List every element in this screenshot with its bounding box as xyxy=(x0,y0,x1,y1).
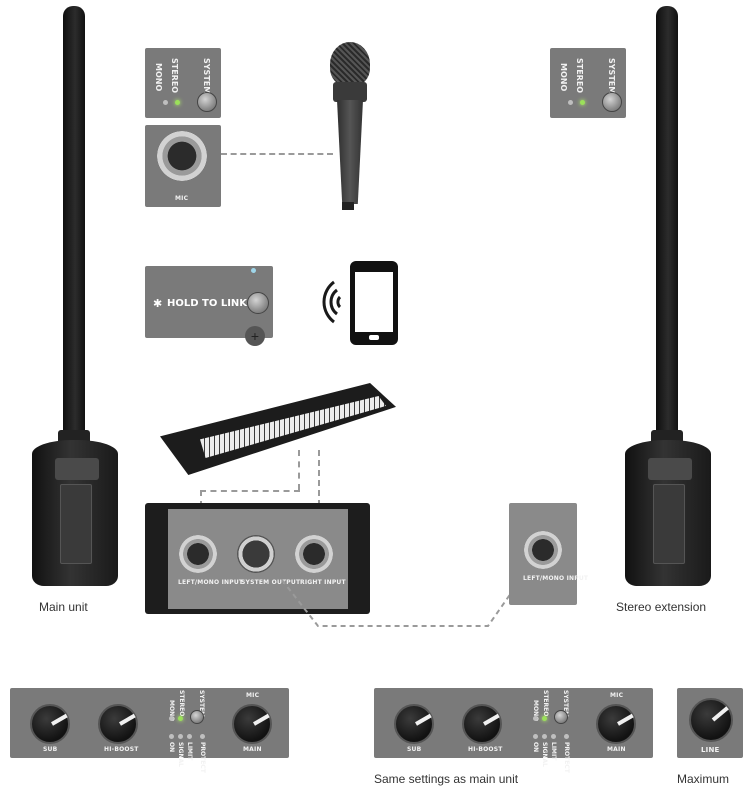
hi-boost-knob-ext[interactable] xyxy=(462,704,502,744)
sub-knob[interactable] xyxy=(30,704,70,744)
limit-led-ext xyxy=(551,734,556,739)
main-knob-ext[interactable] xyxy=(596,704,636,744)
mic-input-panel: MIC xyxy=(145,125,221,207)
system-label-ext: SYSTEM xyxy=(607,58,616,95)
system-output-jack[interactable] xyxy=(237,535,275,573)
right-input-label: RIGHT INPUT xyxy=(300,579,346,586)
on-label-ext: ON xyxy=(532,742,539,753)
mono-led-panel xyxy=(169,716,174,721)
mono-led xyxy=(163,100,168,105)
bluetooth-icon: ✱ xyxy=(153,297,163,310)
extension-input-panel: LEFT/MONO INPUT xyxy=(509,503,588,605)
main-unit-caption: Main unit xyxy=(39,600,88,614)
stereo-led-panel-ext xyxy=(542,716,547,721)
protect-label: PROTECT xyxy=(199,742,206,773)
limit-led xyxy=(187,734,192,739)
hold-to-link-label: HOLD TO LINK xyxy=(167,298,248,309)
mic-label: MIC xyxy=(175,195,189,202)
mic-label-panel-ext: MIC xyxy=(610,692,624,699)
control-panel-main: SUB HI-BOOST MAIN MIC MONO STEREO SYSTEM… xyxy=(10,688,289,773)
system-button[interactable] xyxy=(197,92,217,112)
system-output-label: SYSTEM OUTPUT xyxy=(241,579,301,586)
protect-led-ext xyxy=(564,734,569,739)
line-knob[interactable] xyxy=(689,698,733,742)
main-knob[interactable] xyxy=(232,704,272,744)
stereo-led-ext xyxy=(580,100,585,105)
mono-led-panel-ext xyxy=(533,716,538,721)
limit-label-ext: LIMIT xyxy=(550,742,557,761)
stereo-led xyxy=(175,100,180,105)
hi-boost-label-ext: HI-BOOST xyxy=(468,746,503,753)
keyboard-cable-left xyxy=(200,490,300,492)
extension-left-mono-input-label: LEFT/MONO INPUT xyxy=(523,575,589,582)
signal-label: SIGNAL xyxy=(177,742,184,767)
on-led-ext xyxy=(533,734,538,739)
stereo-extension-caption: Stereo extension xyxy=(616,600,707,614)
rear-panel: LEFT/MONO INPUT SYSTEM OUTPUT RIGHT INPU… xyxy=(145,503,370,614)
sub-label: SUB xyxy=(43,746,58,753)
bluetooth-panel: ✱ HOLD TO LINK + xyxy=(145,266,273,346)
bluetooth-led xyxy=(251,268,256,273)
maximum-caption: Maximum xyxy=(677,772,730,786)
stereo-label-panel-ext: STEREO xyxy=(542,690,549,717)
same-settings-caption: Same settings as main unit xyxy=(374,772,519,786)
signal-label-ext: SIGNAL xyxy=(541,742,548,767)
left-mono-input-jack[interactable] xyxy=(179,535,217,573)
system-button-panel[interactable] xyxy=(190,710,204,724)
signal-led-ext xyxy=(542,734,547,739)
line-label: LINE xyxy=(701,746,720,754)
hi-boost-label: HI-BOOST xyxy=(104,746,139,753)
main-label: MAIN xyxy=(243,746,262,753)
mono-label-ext: MONO xyxy=(559,63,568,92)
line-knob-panel: LINE xyxy=(677,688,743,758)
stereo-label-ext: STEREO xyxy=(575,58,584,94)
right-input-jack[interactable] xyxy=(295,535,333,573)
main-label-ext: MAIN xyxy=(607,746,626,753)
control-panel-extension: SUB HI-BOOST MAIN MIC MONO STEREO SYSTEM… xyxy=(374,688,653,773)
mode-switch-extension: MONO STEREO SYSTEM xyxy=(550,48,626,118)
mic-xlr-input[interactable] xyxy=(157,131,207,181)
mono-led-ext xyxy=(568,100,573,105)
screw-icon: + xyxy=(245,326,265,346)
left-mono-input-label: LEFT/MONO INPUT xyxy=(178,579,244,586)
sub-knob-ext[interactable] xyxy=(394,704,434,744)
mic-cable xyxy=(221,153,333,155)
stereo-led-panel xyxy=(178,716,183,721)
limit-label: LIMIT xyxy=(186,742,193,761)
protect-label-ext: PROTECT xyxy=(563,742,570,773)
signal-led xyxy=(178,734,183,739)
mic-label-panel: MIC xyxy=(246,692,260,699)
on-led xyxy=(169,734,174,739)
keyboard-cable-left-up xyxy=(298,450,300,490)
stereo-label-panel: STEREO xyxy=(178,690,185,717)
keyboard-cable-right xyxy=(318,450,320,516)
extension-left-mono-input-jack[interactable] xyxy=(524,531,562,569)
on-label: ON xyxy=(168,742,175,753)
sub-label-ext: SUB xyxy=(407,746,422,753)
hold-to-link-button[interactable] xyxy=(247,292,269,314)
system-button-panel-ext[interactable] xyxy=(554,710,568,724)
protect-led xyxy=(200,734,205,739)
hi-boost-knob[interactable] xyxy=(98,704,138,744)
mode-switch-main: MONO STEREO SYSTEM xyxy=(145,48,221,118)
system-button-ext[interactable] xyxy=(602,92,622,112)
